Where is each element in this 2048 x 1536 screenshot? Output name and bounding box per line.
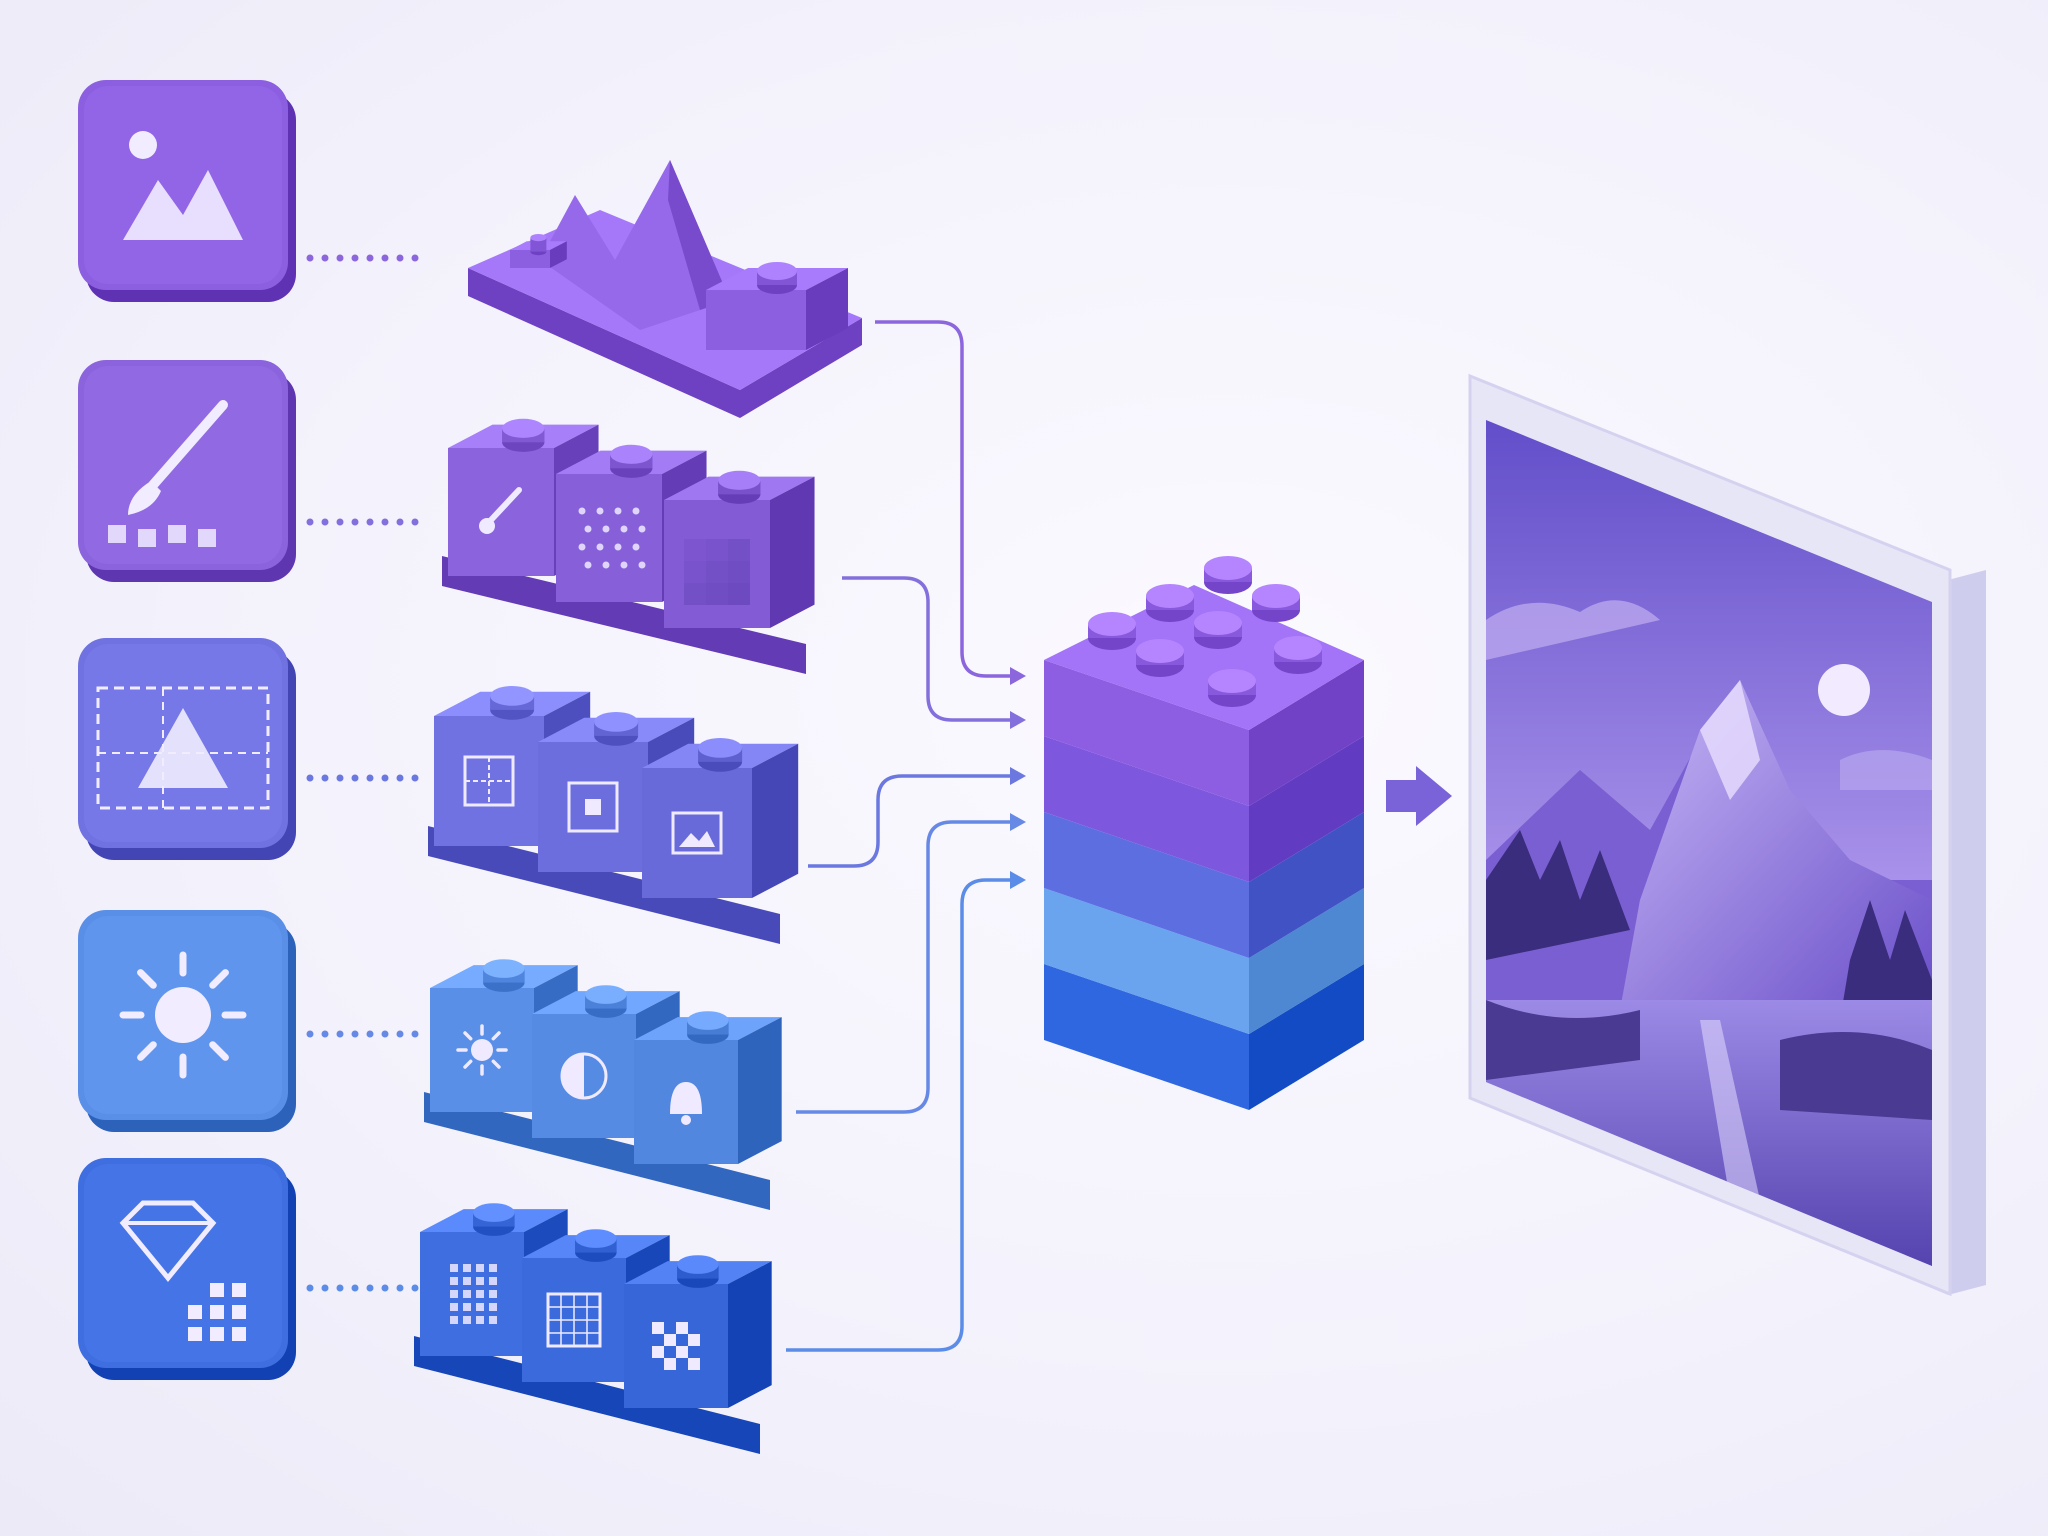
- stud-8: [1274, 636, 1322, 674]
- block-row-image: [468, 160, 862, 418]
- sun-icon: [456, 1024, 508, 1076]
- stack-layer-3: [1044, 812, 1364, 958]
- connector-style: [842, 576, 1026, 729]
- square-icon: [567, 781, 619, 833]
- grid-icon: [463, 755, 515, 807]
- dotted-link-detail: [306, 1284, 419, 1292]
- dot-grid-icon: [450, 1264, 497, 1324]
- connector-layout: [808, 767, 1026, 868]
- connector-light: [796, 813, 1026, 1114]
- block-bell-icon: [634, 1011, 782, 1164]
- picture-icon: [671, 811, 723, 855]
- block-rows: [414, 160, 862, 1454]
- block-row-layout: [428, 686, 799, 944]
- arrowhead-icon: [1010, 871, 1026, 889]
- mountain-shape: [706, 262, 848, 350]
- source-tile-style: [78, 360, 296, 582]
- source-tile-light: [78, 910, 296, 1132]
- connectors: [306, 254, 1026, 1352]
- arrowhead-icon: [1010, 767, 1026, 785]
- stud-5: [1194, 611, 1242, 649]
- brick-stack: [1044, 556, 1364, 1110]
- contrast-icon: [560, 1052, 608, 1100]
- sun-icon: [119, 951, 247, 1079]
- source-tile-layout: [78, 638, 296, 860]
- dotted-link-image: [306, 254, 419, 262]
- diamond-icon: [119, 1200, 246, 1341]
- brush-icon: [479, 487, 522, 534]
- arrowhead-icon: [1010, 667, 1026, 685]
- source-tile-image: [78, 80, 296, 302]
- moon-icon: [1818, 664, 1870, 716]
- stud-1: [1088, 612, 1136, 650]
- crop-icon: [96, 686, 270, 810]
- arrowhead-icon: [1010, 711, 1026, 729]
- stud-4: [1136, 639, 1184, 677]
- landscape-image: [1486, 420, 1932, 1266]
- image-icon: [123, 131, 243, 240]
- source-tiles: [78, 80, 296, 1380]
- mesh-icon: [546, 1292, 602, 1348]
- stud-3: [1204, 556, 1252, 594]
- dots-pattern: [578, 507, 646, 569]
- bell-icon: [670, 1082, 702, 1125]
- bump: [510, 234, 567, 268]
- stack-layer-4: [1044, 888, 1364, 1034]
- block-row-detail: [414, 1203, 772, 1454]
- brush-icon: [108, 400, 228, 547]
- connector-detail: [786, 871, 1026, 1352]
- stud-2: [1146, 584, 1194, 622]
- block-row-style: [442, 418, 815, 674]
- block-checker-icon: [624, 1255, 772, 1408]
- stack-layer-5: [1044, 964, 1364, 1110]
- checker-icon: [652, 1322, 700, 1370]
- arrowhead-icon: [1010, 813, 1026, 831]
- gradient-squares: [684, 539, 750, 605]
- connector-image: [875, 320, 1026, 685]
- block-gradient-squares: [664, 470, 815, 628]
- block-row-light: [424, 959, 782, 1210]
- dotted-link-layout: [306, 774, 419, 782]
- dotted-link-light: [306, 1030, 419, 1038]
- stack-layer-1: [1044, 660, 1364, 806]
- block-picture-icon: [642, 738, 799, 898]
- stack-layer-2: [1044, 736, 1364, 882]
- output-frame: [1468, 373, 1986, 1297]
- source-tile-detail: [78, 1158, 296, 1380]
- output-arrow: [1386, 766, 1452, 826]
- right-arrow-icon: [1386, 766, 1452, 826]
- stack-top: [1044, 556, 1364, 730]
- dotted-link-style: [306, 518, 419, 526]
- stud-7: [1208, 669, 1256, 707]
- stud-6: [1252, 584, 1300, 622]
